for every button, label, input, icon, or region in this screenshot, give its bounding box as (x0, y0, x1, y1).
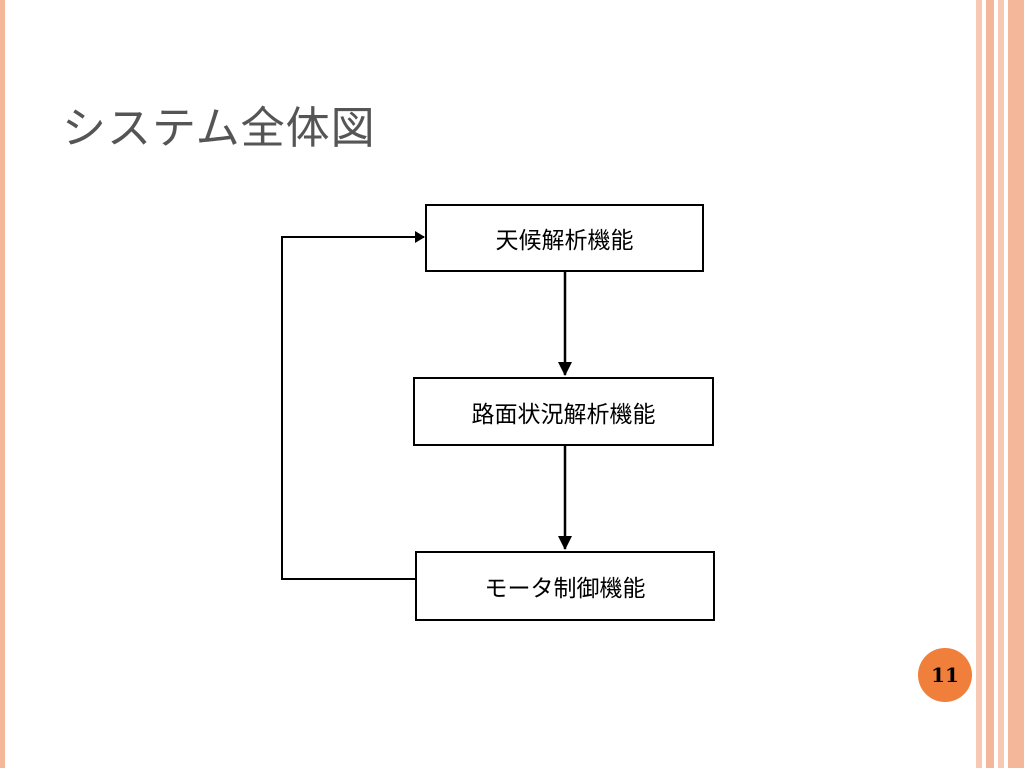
node-road-condition-analysis-label: 路面状況解析機能 (471, 401, 656, 428)
left-border-decoration (0, 0, 5, 768)
right-border-decoration (976, 0, 1024, 768)
slide-title: システム全体図 (62, 103, 376, 154)
node-motor-control: モータ制御機能 (415, 551, 715, 621)
arrow-motor-to-weather (281, 231, 425, 580)
page-number-badge: 11 (918, 648, 972, 702)
node-road-condition-analysis: 路面状況解析機能 (413, 377, 714, 446)
node-weather-analysis-label: 天候解析機能 (495, 228, 634, 254)
node-weather-analysis: 天候解析機能 (425, 204, 704, 272)
node-motor-control-label: モータ制御機能 (484, 576, 646, 602)
